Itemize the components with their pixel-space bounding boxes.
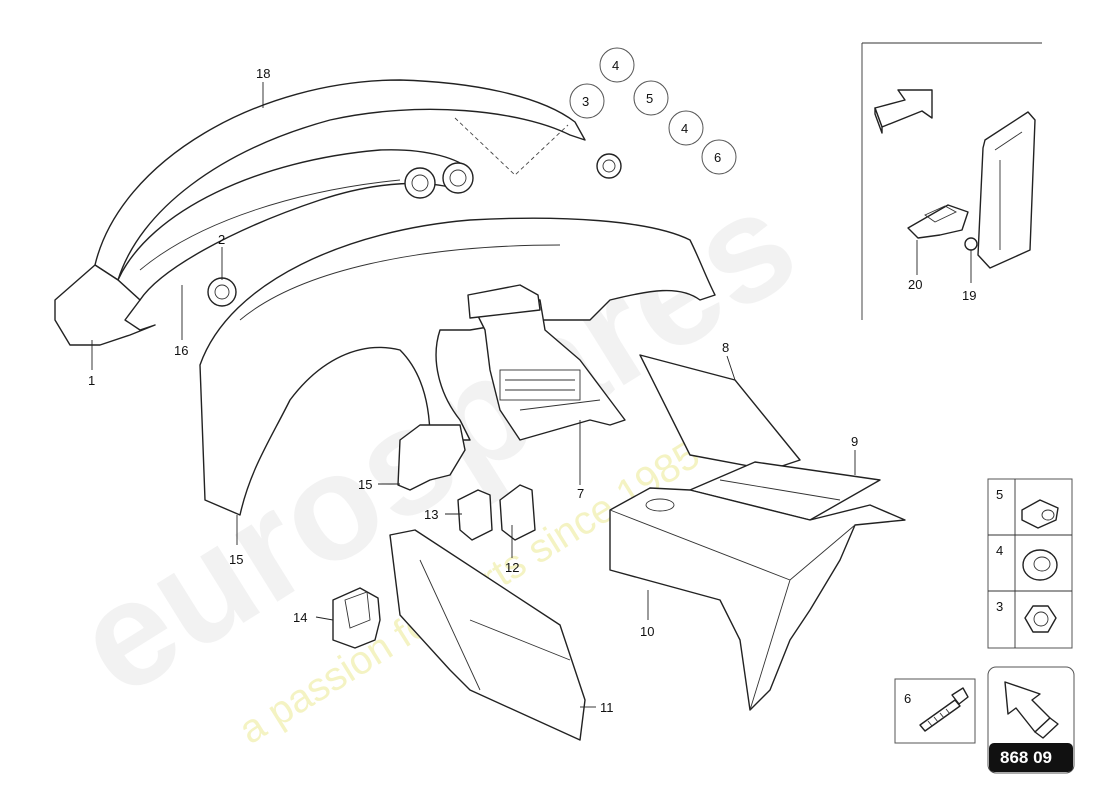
hardware-legend: 5 4 3 — [987, 478, 1073, 649]
callout-15: 15 — [358, 477, 372, 492]
bolt-icon — [919, 687, 969, 732]
circle-label-4a: 4 — [612, 58, 619, 73]
dashboard-shell — [199, 217, 716, 516]
part-10-tray — [609, 487, 906, 711]
callout-13: 13 — [424, 507, 438, 522]
part-8-panel — [639, 354, 801, 471]
part-3-vent — [596, 153, 622, 179]
hex-nut-icon — [1024, 605, 1057, 633]
part-18-cover — [94, 79, 586, 281]
rear-parts — [609, 354, 906, 711]
part-1-end — [54, 264, 156, 346]
legend-label-5: 5 — [996, 487, 1003, 502]
callout-8: 8 — [722, 340, 729, 355]
circle-label-3: 3 — [582, 94, 589, 109]
callout-9: 9 — [851, 434, 858, 449]
part-19-bracket — [977, 111, 1036, 269]
part-2-vent — [207, 277, 237, 307]
callout-11: 11 — [600, 700, 614, 715]
part-13-switch — [457, 489, 493, 541]
callout-7: 7 — [577, 486, 584, 501]
dashboard-upper — [54, 79, 622, 346]
callout-18: 18 — [256, 66, 270, 81]
callout-1: 1 — [88, 373, 95, 388]
callout-10: 10 — [640, 624, 654, 639]
circle-label-4b: 4 — [681, 121, 688, 136]
legend-label-3: 3 — [996, 599, 1003, 614]
legend-label-6: 6 — [904, 691, 911, 706]
washer-icon — [1022, 549, 1058, 581]
callout-labels: 18 1 2 16 8 9 10 11 12 13 14 15 15 7 20 … — [88, 66, 976, 715]
circled-callouts: 4 3 5 4 6 — [569, 47, 737, 175]
part-20-clip — [907, 204, 969, 239]
part-11-panel — [389, 529, 586, 741]
lower-parts — [332, 424, 586, 741]
callout-2: 2 — [218, 232, 225, 247]
vent-pair — [404, 162, 474, 199]
diagram-code: 868 09 — [1000, 748, 1052, 767]
bolt-legend: 6 — [894, 678, 976, 744]
legend-label-4: 4 — [996, 543, 1003, 558]
inset-panel — [861, 42, 1042, 320]
callout-12: 12 — [505, 560, 519, 575]
part-15-bracket — [397, 424, 466, 491]
callout-17: 16 — [174, 343, 188, 358]
callout-14: 14 — [293, 610, 307, 625]
part-12-cap — [499, 484, 536, 541]
part-16-dashboard — [199, 217, 716, 516]
part-14-block — [332, 587, 381, 649]
clip-nut-icon — [1021, 499, 1059, 529]
circle-label-6: 6 — [714, 150, 721, 165]
direction-arrow-icon — [874, 89, 933, 128]
diagram-code-box: 868 09 — [987, 666, 1075, 774]
callout-20: 20 — [908, 277, 922, 292]
leader-lines — [91, 82, 972, 708]
circle-label-5: 5 — [646, 91, 653, 106]
return-arrow-icon — [1004, 681, 1051, 733]
callout-19: 19 — [962, 288, 976, 303]
callout-16: 15 — [229, 552, 243, 567]
